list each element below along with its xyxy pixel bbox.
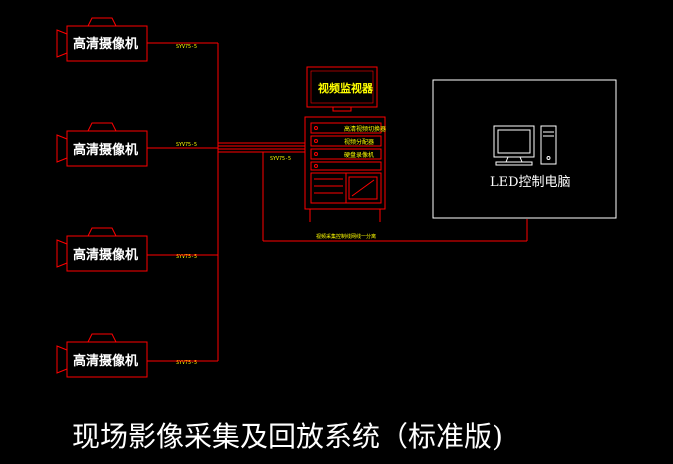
camera-4: 高清摄像机: [56, 333, 153, 378]
equipment-rack: [304, 116, 386, 222]
camera-2: 高清摄像机: [56, 122, 153, 167]
video-monitor: 视频监视器: [306, 66, 378, 112]
camera-label: 高清摄像机: [73, 353, 138, 369]
cable-label: SYV75-5: [176, 44, 197, 50]
rack-device-label: 视频分配器: [344, 138, 374, 146]
rack-device-label: 硬盘录像机: [344, 151, 374, 159]
diagram-title: 现场影像采集及回放系统（标准版): [72, 420, 503, 453]
pc-label: LED控制电脑: [490, 175, 571, 190]
cable-label: SYV75-5: [176, 254, 197, 260]
monitor-label: 视频监视器: [318, 81, 374, 95]
computer-icon: [493, 125, 557, 166]
link-label: 视频采集控制线网线一分离: [316, 233, 376, 240]
camera-1: 高清摄像机: [56, 17, 153, 62]
rack-cable-label: SYV75-5: [270, 156, 291, 162]
camera-label: 高清摄像机: [73, 36, 138, 52]
camera-cables: [153, 42, 305, 362]
cable-label: SYV75-5: [176, 142, 197, 148]
network-link: [262, 152, 528, 242]
cable-label: SYV75-5: [176, 360, 197, 366]
camera-label: 高清摄像机: [73, 247, 138, 263]
pc-enclosure: [432, 79, 617, 219]
camera-3: 高清摄像机: [56, 227, 153, 272]
rack-device-label: 高清视频切换器: [344, 125, 386, 133]
camera-label: 高清摄像机: [73, 142, 138, 158]
